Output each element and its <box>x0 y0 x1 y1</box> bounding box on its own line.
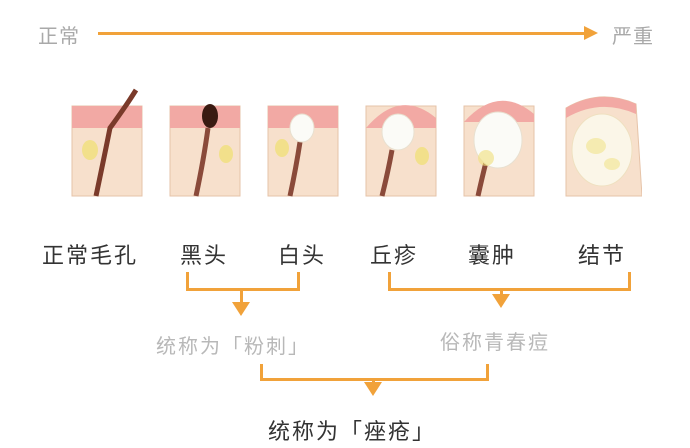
stage-label-nodule: 结节 <box>578 244 627 269</box>
stage-label-whitehead: 白头 <box>278 244 327 269</box>
stage-label-normal-pore: 正常毛孔 <box>42 244 139 269</box>
stage-label-cyst: 囊肿 <box>468 244 517 269</box>
comedone-arrow-down-icon <box>232 302 250 316</box>
final-bracket-left <box>260 364 263 380</box>
severity-severe-label: 严重 <box>612 24 654 48</box>
severity-arrow-line <box>98 32 584 35</box>
acne-bracket-right <box>628 272 631 290</box>
comedone-bracket-right <box>297 272 300 290</box>
stage-illustration-blackhead <box>164 88 246 200</box>
group-label-comedones: 统称为「粉刺」 <box>156 334 310 358</box>
severity-arrow-head-icon <box>584 26 598 40</box>
group-label-common-acne: 俗称青春痘 <box>440 330 550 354</box>
stage-label-blackhead: 黑头 <box>180 244 229 269</box>
severity-normal-label: 正常 <box>38 24 80 48</box>
comedone-bracket-bar <box>186 288 300 291</box>
stage-illustration-papule <box>360 88 442 200</box>
stage-label-papule: 丘疹 <box>370 244 419 269</box>
stage-illustration-cyst <box>458 88 540 200</box>
final-label-acne: 统称为「痤疮」 <box>268 420 437 445</box>
final-arrow-down-icon <box>364 382 382 396</box>
comedone-bracket-stem <box>240 290 243 302</box>
comedone-bracket-left <box>186 272 189 290</box>
final-bracket-bar <box>260 378 489 381</box>
stage-illustration-nodule <box>560 88 642 200</box>
acne-bracket-left <box>388 272 391 290</box>
stage-illustration-normal-pore <box>66 88 148 200</box>
acne-bracket-stem <box>500 290 503 296</box>
acne-bracket-bar <box>388 288 631 291</box>
acne-arrow-down-icon <box>492 294 510 308</box>
final-bracket-right <box>486 364 489 380</box>
stage-illustration-whitehead <box>262 88 344 200</box>
